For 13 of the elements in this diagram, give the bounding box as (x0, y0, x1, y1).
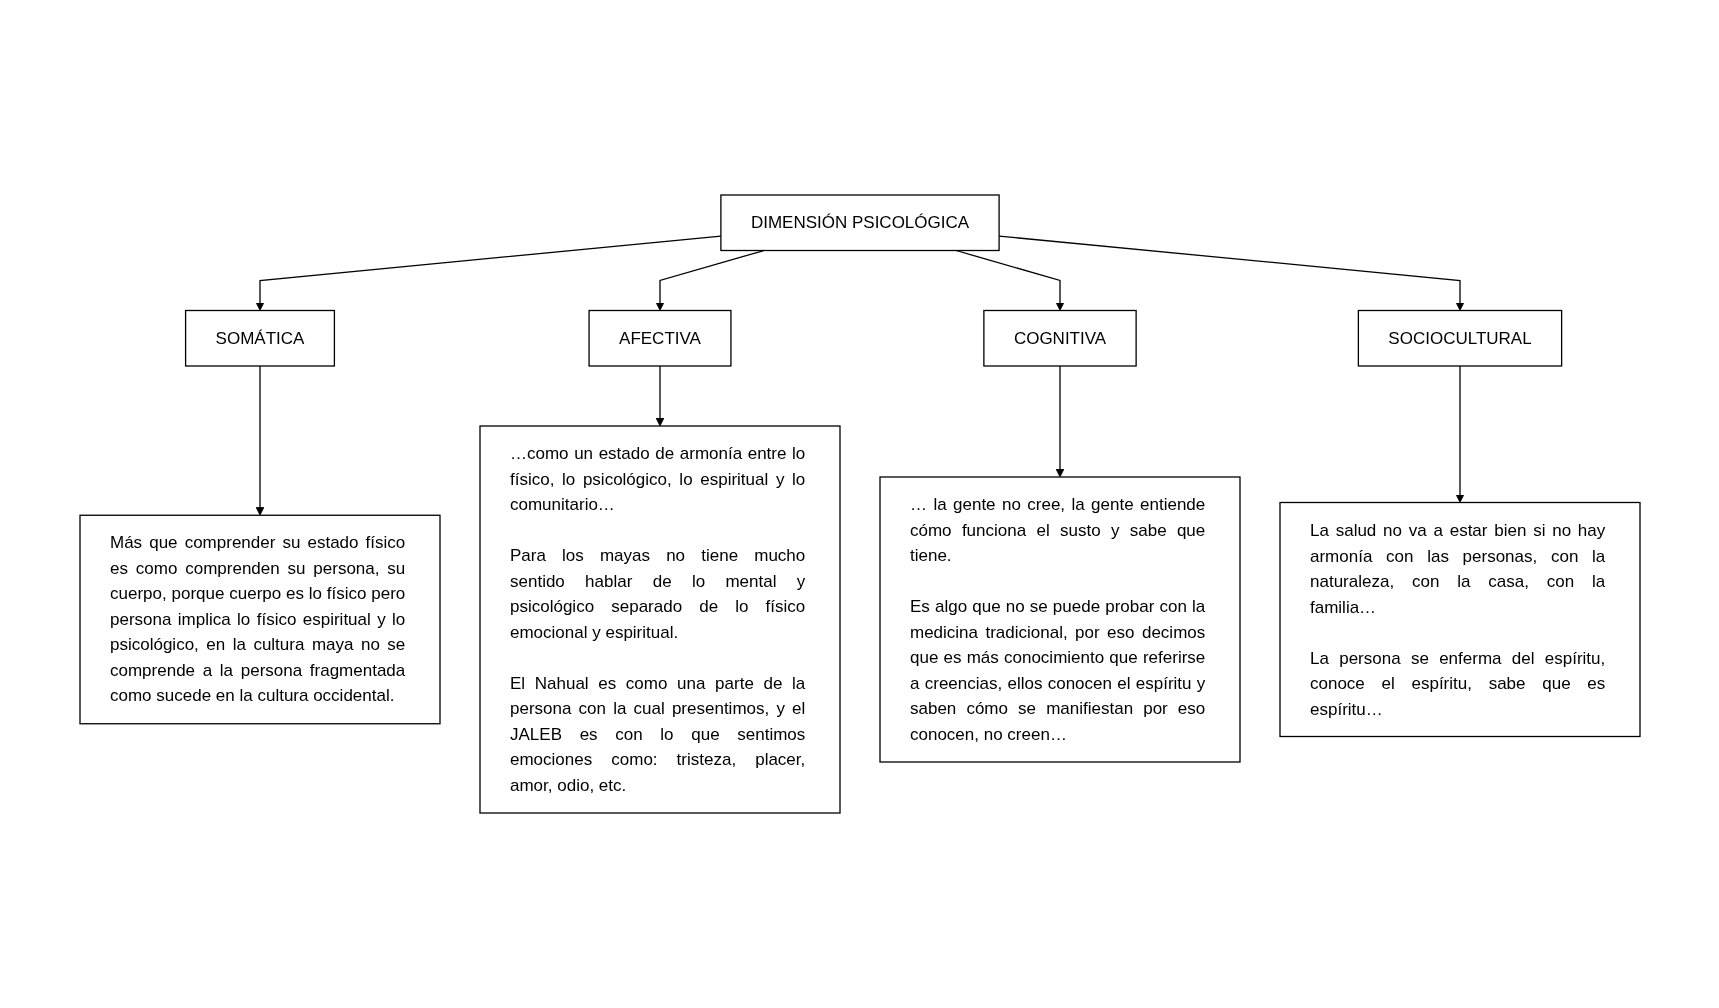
node-box: SOMÁTICA (184, 309, 335, 367)
node-box: La salud no va a estar bien si no hay armonía con las personas, con la naturaleza, con la casa, con la familia… La persona se enferma del espíritu, conoce el espíritu, sabe que es espíritu… (1278, 501, 1641, 738)
arrow (1055, 365, 1064, 478)
arrow (255, 365, 264, 516)
node-box: DIMENSIÓN PSICOLÓGICA (719, 194, 1000, 252)
arrow (655, 365, 664, 427)
node-box: COGNITIVA (982, 309, 1137, 367)
arrow (1455, 365, 1464, 503)
node-box: SOCIOCULTURAL (1357, 309, 1562, 367)
node-box: Más que comprender su estado físico es como comprenden su persona, su cuerpo, porque cuerpo es lo físico pero persona implica lo físico espiritual y lo psicológico, en la cultura maya no se comprende a la persona fragmentada como sucede en la cultura occidental. (78, 514, 441, 725)
node-box: …como un estado de armonía entre lo físico, lo psicológico, lo espiritual y lo comunitario… Para los mayas no tiene mucho sentido hablar de lo mental y psicológico separado de lo físico emocional y espiritual. El Nahual es como una parte de la persona con la cual presentimos, y el JALEB es con lo que sentimos emociones como: tristeza, placer, amor, odio, etc. (478, 425, 841, 814)
node-box: … la gente no cree, la gente entiende cómo funciona el susto y sabe que tiene. Es algo que no se puede probar con la medicina tradicional, por eso decimos que es más conocimiento que referirse a creencias, ellos conocen el espíritu y saben cómo se manifiestan por eso conocen, no creen… (878, 476, 1241, 763)
node-box: AFECTIVA (587, 309, 732, 367)
